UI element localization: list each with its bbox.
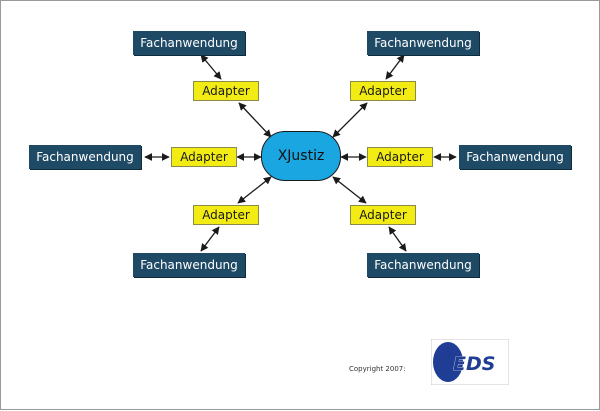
connector-app-adapter-bottom-left bbox=[200, 226, 220, 252]
connector-adapter-hub-bottom-left bbox=[237, 176, 272, 204]
connector-app-adapter-bottom-right bbox=[388, 226, 407, 252]
application-box-middle-right: Fachanwendung bbox=[459, 145, 571, 169]
adapter-box-bottom-left: Adapter bbox=[193, 205, 259, 225]
xjustiz-hub: XJustiz bbox=[261, 131, 341, 181]
connector-app-adapter-top-right bbox=[385, 54, 405, 80]
application-box-top-left: Fachanwendung bbox=[133, 31, 245, 55]
adapter-box-top-left: Adapter bbox=[193, 81, 259, 101]
connector-adapter-hub-top-right bbox=[332, 102, 368, 138]
connector-app-adapter-top-left bbox=[200, 54, 222, 80]
application-box-bottom-right: Fachanwendung bbox=[367, 253, 479, 277]
application-box-bottom-left: Fachanwendung bbox=[133, 253, 245, 277]
copyright-text: Copyright 2007: bbox=[349, 365, 406, 373]
connector-adapter-hub-top-left bbox=[238, 102, 272, 138]
connector-adapter-hub-bottom-right bbox=[332, 176, 367, 204]
adapter-box-top-right: Adapter bbox=[350, 81, 416, 101]
svg-text:EDS: EDS bbox=[453, 353, 495, 375]
eds-logo: EDS bbox=[431, 339, 509, 385]
adapter-box-bottom-right: Adapter bbox=[350, 205, 416, 225]
adapter-box-middle-left: Adapter bbox=[171, 147, 237, 167]
application-box-top-right: Fachanwendung bbox=[367, 31, 479, 55]
adapter-box-middle-right: Adapter bbox=[367, 147, 433, 167]
application-box-middle-left: Fachanwendung bbox=[29, 145, 141, 169]
